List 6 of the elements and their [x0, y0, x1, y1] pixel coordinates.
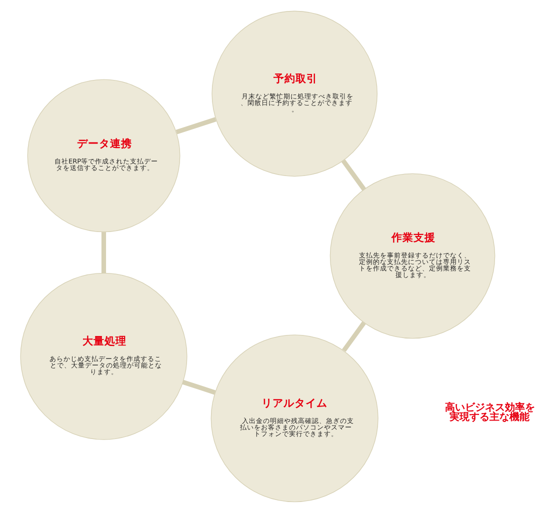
connector [100, 232, 106, 273]
connector [175, 117, 216, 134]
connector [340, 159, 366, 191]
connector [182, 380, 216, 395]
connector [341, 321, 366, 352]
label: 高いビジネス効率を実現する主な機能 [444, 402, 534, 424]
